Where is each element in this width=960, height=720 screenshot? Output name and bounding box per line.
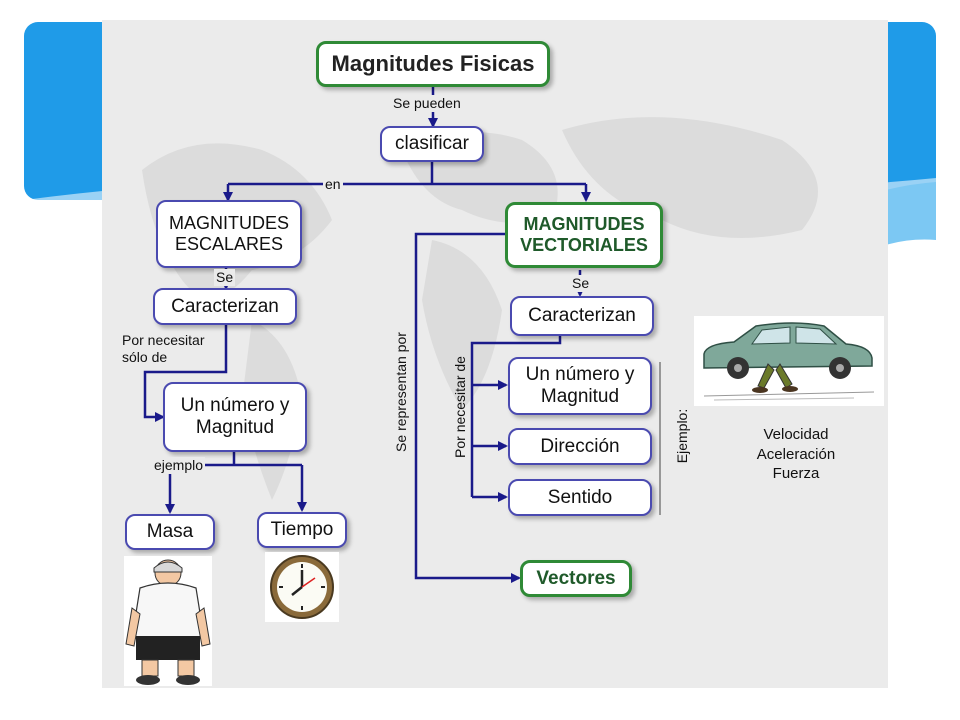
car-with-person-image [694, 316, 884, 406]
man-figure-image [124, 556, 212, 686]
label-ejemplo-vectoriales: Ejemplo: [674, 408, 690, 464]
label-ejemplo: ejemplo [152, 457, 206, 474]
clock-image [265, 552, 339, 622]
node-magnitudes-escalares: MAGNITUDES ESCALARES [156, 200, 302, 268]
label-por-necesitar-de: Por necesitar de [452, 356, 468, 458]
label-se-vectoriales: Se [570, 275, 592, 292]
diagram-panel [102, 20, 888, 688]
node-magnitudes-fisicas: Magnitudes Fisicas [316, 41, 550, 87]
label-por-necesitar-solo-de: Por necesitar sólo de [122, 332, 205, 365]
label-vector-examples: Velocidad Aceleración Fuerza [756, 426, 836, 482]
label-se-escalares: Se [214, 269, 236, 286]
node-clasificar: clasificar [380, 126, 484, 162]
node-direccion: Dirección [508, 428, 652, 465]
label-se-pueden: Se pueden [391, 95, 463, 112]
node-caracterizan-vectoriales: Caracterizan [510, 296, 654, 336]
label-se-representan-por: Se representan por [393, 332, 409, 452]
label-en: en [323, 176, 343, 193]
node-numero-magnitud-escalares: Un número y Magnitud [163, 382, 307, 452]
node-vectores: Vectores [520, 560, 632, 597]
node-sentido: Sentido [508, 479, 652, 516]
node-masa: Masa [125, 514, 215, 550]
node-caracterizan-escalares: Caracterizan [153, 288, 297, 325]
node-magnitudes-vectoriales: MAGNITUDES VECTORIALES [505, 202, 663, 268]
node-tiempo: Tiempo [257, 512, 347, 548]
node-numero-magnitud-vectoriales: Un número y Magnitud [508, 357, 652, 415]
